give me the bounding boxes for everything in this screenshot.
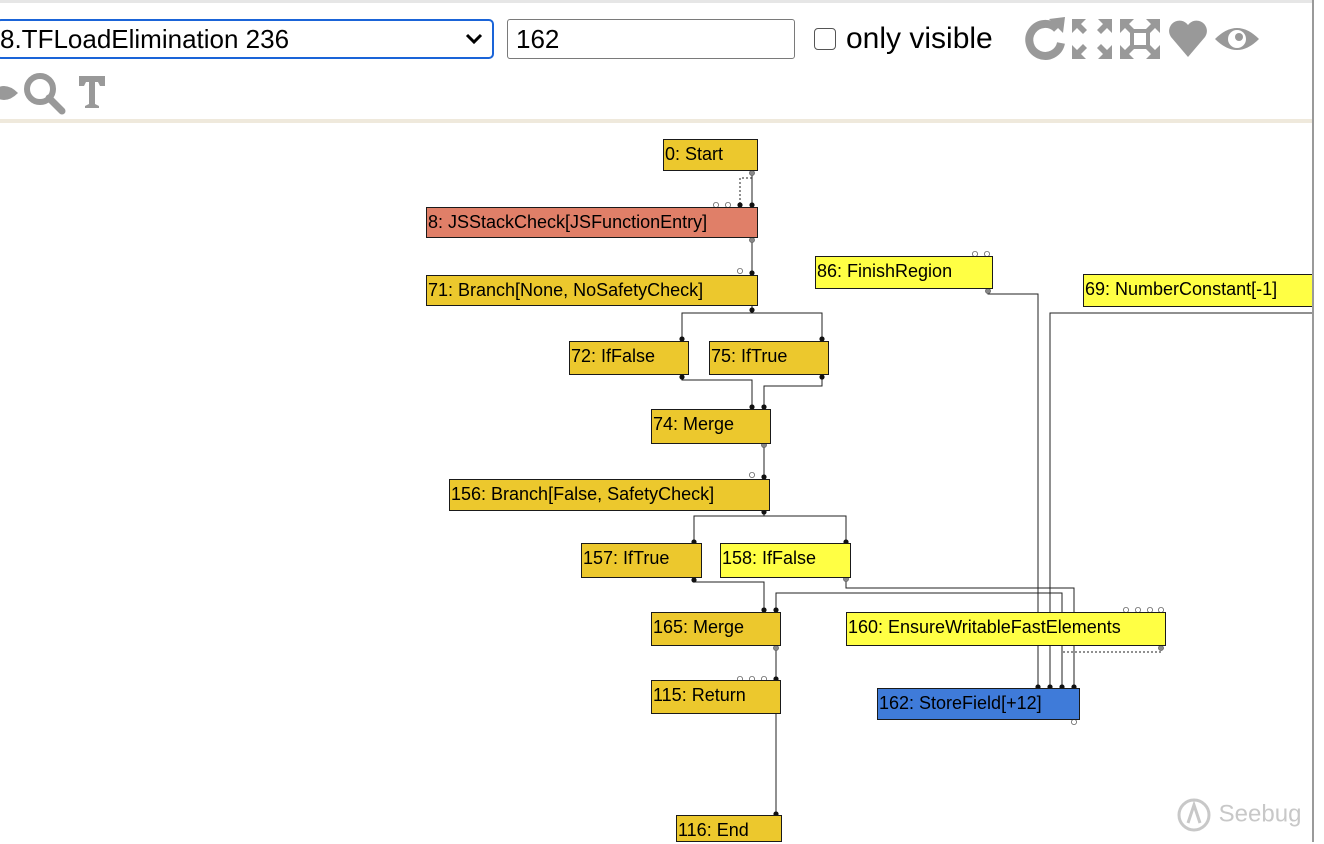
text-icon[interactable]	[78, 74, 106, 110]
graph-node-selected[interactable]: 162: StoreField[+12]	[877, 688, 1080, 720]
graph-node[interactable]: 74: Merge	[651, 409, 771, 444]
refresh-icon[interactable]	[1021, 11, 1069, 65]
expand-all-icon[interactable]	[1070, 17, 1114, 61]
graph-node[interactable]: 158: IfFalse	[720, 543, 851, 578]
phase-select-value: 8.TFLoadElimination 236	[0, 24, 290, 54]
search-icon[interactable]	[22, 71, 66, 115]
watermark: Seebug	[1176, 795, 1301, 835]
only-visible-label: only visible	[846, 22, 993, 55]
graph-node[interactable]: 86: FinishRegion	[815, 256, 993, 289]
seebug-logo-icon	[1177, 798, 1211, 832]
node-search-input[interactable]: 162	[507, 19, 795, 59]
phase-select[interactable]: 8.TFLoadElimination 236	[0, 19, 494, 59]
graph-node[interactable]: 116: End	[676, 815, 782, 842]
graph-node[interactable]: 156: Branch[False, SafetyCheck]	[449, 479, 770, 511]
graph-node[interactable]: 160: EnsureWritableFastElements	[846, 612, 1166, 646]
eye-icon[interactable]	[1213, 21, 1261, 57]
toolbar: 8.TFLoadElimination 236 162 only visible	[0, 3, 1312, 119]
graph-node[interactable]: 157: IfTrue	[581, 543, 702, 578]
chevron-down-icon	[464, 21, 484, 68]
graph-node[interactable]: 69: NumberConstant[-1]	[1083, 274, 1312, 307]
graph-node[interactable]: 72: IfFalse	[569, 341, 689, 375]
graph-node[interactable]: 75: IfTrue	[709, 341, 829, 375]
heart-icon[interactable]	[1167, 17, 1209, 61]
graph-node[interactable]: 165: Merge	[651, 612, 781, 646]
only-visible-checkbox[interactable]	[814, 28, 836, 50]
graph-node[interactable]: 0: Start	[663, 139, 758, 171]
watermark-text: Seebug	[1218, 800, 1302, 828]
graph-node[interactable]: 115: Return	[651, 680, 781, 714]
scrollbar[interactable]	[1312, 0, 1324, 842]
graph-node[interactable]: 8: JSStackCheck[JSFunctionEntry]	[426, 207, 758, 238]
hide-icon[interactable]	[0, 75, 20, 111]
window-top-edge	[0, 0, 1324, 3]
toolbar-divider	[0, 119, 1312, 123]
graph-node[interactable]: 71: Branch[None, NoSafetyCheck]	[426, 275, 758, 306]
zoom-selection-icon[interactable]	[1118, 17, 1162, 61]
